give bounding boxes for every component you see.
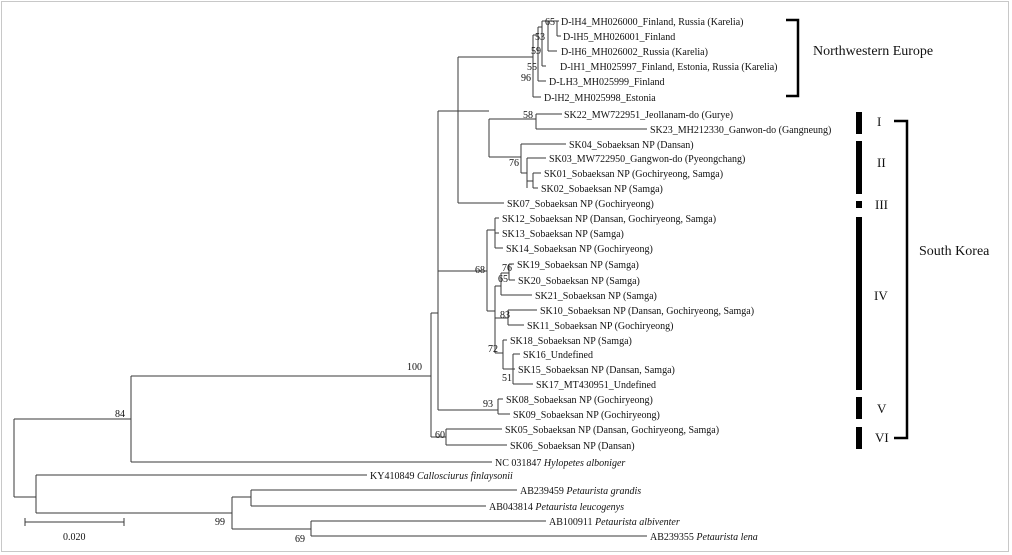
outgroup-label: NC 031847 Hylopetes alboniger [495, 458, 625, 469]
bootstrap-value: 99 [215, 517, 225, 528]
tree-branches [13, 20, 647, 537]
species-name: Hylopetes alboniger [543, 458, 625, 469]
tip-label: SK09_Sobaeksan NP (Gochiryeong) [513, 410, 660, 421]
bootstrap-value: 68 [475, 265, 485, 276]
tip-label: SK13_Sobaeksan NP (Samga) [502, 229, 624, 240]
bootstrap-value: 100 [407, 362, 422, 373]
bootstrap-value: 84 [115, 409, 125, 420]
tip-label: SK20_Sobaeksan NP (Samga) [518, 276, 640, 287]
bootstrap-value: 96 [521, 73, 531, 84]
bootstrap-value: 59 [531, 46, 541, 57]
tip-label: SK06_Sobaeksan NP (Dansan) [510, 441, 635, 452]
tip-label: SK16_Undefined [523, 350, 593, 361]
species-name: Petaurista leucogenys [534, 502, 624, 513]
bootstrap-value: 93 [483, 399, 493, 410]
tip-label: SK14_Sobaeksan NP (Gochiryeong) [506, 244, 653, 255]
tip-label: SK03_MW722950_Gangwon-do (Pyeongchang) [549, 154, 745, 165]
accession: NC 031847 [495, 458, 541, 469]
clade-bar-IV [856, 217, 862, 390]
clade-bar-V [856, 397, 862, 419]
region-label-south-korea: South Korea [919, 244, 990, 259]
tip-label: D-lH1_MH025997_Finland, Estonia, Russia … [560, 62, 777, 73]
tip-label: D-lH6_MH026002_Russia (Karelia) [561, 47, 708, 58]
outgroup-label: AB239459 Petaurista grandis [520, 486, 641, 497]
tip-label: SK04_Sobaeksan NP (Dansan) [569, 140, 694, 151]
bootstrap-value: 69 [295, 534, 305, 545]
accession: AB100911 [549, 517, 593, 528]
accession: KY410849 [370, 471, 414, 482]
bootstrap-value: 72 [488, 344, 498, 355]
tip-label: SK12_Sobaeksan NP (Dansan, Gochiryeong, … [502, 214, 716, 225]
bootstrap-value: 65 [545, 17, 555, 28]
tip-label: SK08_Sobaeksan NP (Gochiryeong) [506, 395, 653, 406]
species-name: Petaurista grandis [565, 486, 641, 497]
tip-label: SK07_Sobaeksan NP (Gochiryeong) [507, 199, 654, 210]
bootstrap-values: 65 53 59 55 96 58 76 68 76 65 83 72 51 9… [115, 17, 555, 545]
tip-label: D-LH3_MH025999_Finland [549, 77, 665, 88]
clade-labels: I II III IV V VI [874, 114, 889, 445]
scale-bar-label: 0.020 [63, 532, 86, 543]
outgroup-label: AB239355 Petaurista lena [650, 532, 758, 543]
tip-label: D-lH2_MH025998_Estonia [544, 93, 656, 104]
clade-label-IV: IV [874, 288, 888, 303]
bootstrap-value: 83 [500, 310, 510, 321]
scale-bar: 0.020 [24, 518, 125, 543]
bootstrap-value: 58 [523, 110, 533, 121]
clade-bar-II [856, 141, 862, 194]
outgroup-label: AB043814 Petaurista leucogenys [489, 502, 624, 513]
bootstrap-value: 55 [527, 62, 537, 73]
tip-label: D-lH4_MH026000_Finland, Russia (Karelia) [561, 17, 743, 28]
bootstrap-value: 51 [502, 373, 512, 384]
tip-label: SK18_Sobaeksan NP (Samga) [510, 336, 632, 347]
tip-label: SK22_MW722951_Jeollanam-do (Gurye) [564, 110, 733, 121]
bootstrap-value: 60 [435, 430, 445, 441]
accession: AB043814 [489, 502, 533, 513]
outgroup-label: AB100911 Petaurista albiventer [549, 517, 680, 528]
bootstrap-value: 76 [502, 263, 512, 274]
tip-label: SK01_Sobaeksan NP (Gochiryeong, Samga) [544, 169, 723, 180]
region-label-northwestern-europe: Northwestern Europe [813, 44, 933, 59]
species-name: Callosciurus finlaysonii [417, 471, 513, 482]
south-korea-bracket [894, 119, 909, 440]
clade-bar-VI [856, 427, 862, 449]
clade-bar-I [856, 112, 862, 134]
bootstrap-value: 76 [509, 158, 519, 169]
tip-label: SK02_Sobaeksan NP (Samga) [541, 184, 663, 195]
clade-label-VI: VI [875, 430, 889, 445]
clade-label-II: II [877, 155, 886, 170]
tip-label: SK17_MT430951_Undefined [536, 380, 656, 391]
clade-bars [856, 112, 862, 449]
tip-label: SK10_Sobaeksan NP (Dansan, Gochiryeong, … [540, 306, 754, 317]
clade-bar-III [856, 201, 862, 208]
tip-label: SK05_Sobaeksan NP (Dansan, Gochiryeong, … [505, 425, 719, 436]
accession: AB239459 [520, 486, 564, 497]
tip-label: SK11_Sobaeksan NP (Gochiryeong) [527, 321, 673, 332]
bootstrap-value: 53 [535, 32, 545, 43]
tip-label: SK21_Sobaeksan NP (Samga) [535, 291, 657, 302]
species-name: Petaurista lena [695, 532, 757, 543]
clade-label-III: III [875, 197, 888, 212]
clade-label-I: I [877, 114, 881, 129]
tip-label: D-lH5_MH026001_Finland [563, 32, 675, 43]
northwestern-europe-bracket [786, 18, 800, 98]
clade-label-V: V [877, 401, 887, 416]
bootstrap-value: 65 [498, 274, 508, 285]
species-name: Petaurista albiventer [594, 517, 680, 528]
outgroup-label: KY410849 Callosciurus finlaysonii [370, 471, 513, 482]
accession: AB239355 [650, 532, 694, 543]
tip-label: SK15_Sobaeksan NP (Dansan, Samga) [518, 365, 675, 376]
tip-labels: D-lH4_MH026000_Finland, Russia (Karelia)… [370, 17, 831, 543]
tip-label: SK23_MH212330_Ganwon-do (Gangneung) [650, 125, 831, 136]
tip-label: SK19_Sobaeksan NP (Samga) [517, 260, 639, 271]
